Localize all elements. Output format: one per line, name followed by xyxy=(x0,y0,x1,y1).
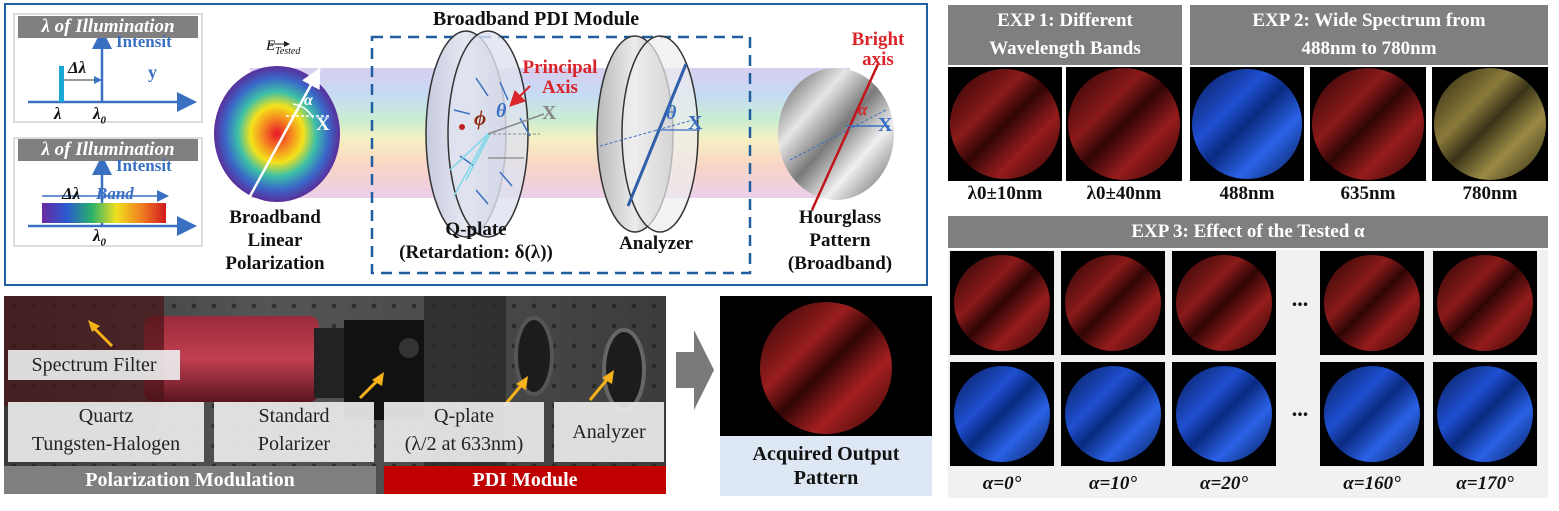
theta-analyzer: θ xyxy=(666,102,677,124)
exp3-caption-1: α=0° xyxy=(982,473,1022,494)
source-photo-label: Quartz Tungsten-Halogen xyxy=(8,402,204,462)
illum-bottom-yaxis: Intensit xyxy=(116,156,172,175)
polarizer-photo-label-line-1: Standard xyxy=(258,405,330,427)
bright-axis-label: Bright axis xyxy=(838,30,918,70)
qplate-label: Q-plate (Retardation: δ(λ)) xyxy=(376,218,576,264)
x-axis-qplate: X xyxy=(542,102,557,124)
exp2-title-line-1: EXP 2: Wide Spectrum from xyxy=(1252,10,1486,31)
illum-top-lambda: λ xyxy=(54,104,62,123)
analyzer-photo-label: Analyzer xyxy=(554,402,664,462)
setup-diagram-graphics xyxy=(13,13,894,275)
flow-arrow xyxy=(676,330,714,410)
exp3-caption-5: α=170° xyxy=(1456,473,1514,494)
setup-photo xyxy=(4,296,666,494)
illum-top-lambda0: λ0 xyxy=(93,104,106,126)
x-axis-output: X xyxy=(878,114,893,136)
illum-top-delta: Δλ xyxy=(68,58,87,77)
bright-axis-line-2: axis xyxy=(862,49,894,70)
alpha-output: α xyxy=(858,100,868,119)
exp1-caption-2: λ0±40nm xyxy=(1086,183,1162,204)
phi-symbol: ϕ xyxy=(474,106,487,130)
lambda0-symbol-bottom: λ xyxy=(93,226,101,245)
qplate-label-line-1: Q-plate xyxy=(445,219,507,240)
illum-bottom-header: λ of Illumination xyxy=(18,139,198,161)
output-panel-label: Acquired Output Pattern xyxy=(720,442,932,490)
polarizer-photo-label-line-2: Polarizer xyxy=(257,433,331,455)
exp2-title-line-2: 488nm to 780nm xyxy=(1301,38,1437,59)
exp3-title: EXP 3: Effect of the Tested α xyxy=(948,216,1548,248)
theta-qplate: θ xyxy=(496,100,507,122)
exp2-caption-2: 635nm xyxy=(1340,183,1396,204)
qplate-label-line-2: (Retardation: δ(λ)) xyxy=(399,242,553,263)
lambda0-subscript-bottom: 0 xyxy=(100,236,107,249)
alpha-source: α xyxy=(304,92,313,109)
exp1-title-line-1: EXP 1: Different xyxy=(997,10,1133,31)
photo-graphics xyxy=(4,296,666,494)
x-axis-analyzer: X xyxy=(688,112,703,134)
qplate-photo-label-line-2: (λ/2 at 633nm) xyxy=(404,433,524,455)
illum-top-xaxis: y xyxy=(148,62,157,82)
pdi-module-bar: PDI Module xyxy=(384,466,666,494)
principal-axis-line-1: Principal xyxy=(522,57,598,78)
output-label-line-1: Hourglass xyxy=(798,207,882,228)
lambda0-symbol: λ xyxy=(93,104,101,123)
qplate-photo-label: Q-plate (λ/2 at 633nm) xyxy=(384,402,544,462)
module-title: Broadband PDI Module xyxy=(432,8,640,30)
qplate-photo-label-line-1: Q-plate xyxy=(434,405,494,427)
bright-axis-line-1: Bright xyxy=(851,29,905,50)
exp1-title: EXP 1: Different Wavelength Bands xyxy=(948,5,1182,65)
polarizer-photo-label: Standard Polarizer xyxy=(214,402,374,462)
output-label-line-2: Pattern xyxy=(809,230,871,251)
output-image xyxy=(720,296,932,436)
output-label: Hourglass Pattern (Broadband) xyxy=(770,206,910,275)
source-label-line-3: Polarization xyxy=(225,253,325,274)
polarization-modulation-bar: Polarization Modulation xyxy=(4,466,376,494)
source-label: Broadband Linear Polarization xyxy=(200,206,350,275)
setup-diagram xyxy=(4,3,928,286)
exp3-ellipsis-2: ... xyxy=(1291,396,1309,421)
x-axis-source: X xyxy=(316,114,330,135)
e-subscript: Tested xyxy=(275,46,301,57)
exp1-caption-1: λ0±10nm xyxy=(967,183,1043,204)
source-photo-label-line-1: Quartz xyxy=(78,405,134,427)
output-panel-label-line-1: Acquired Output xyxy=(752,443,900,465)
illum-bottom-band: Band xyxy=(96,184,134,203)
illum-top-header: λ of Illumination xyxy=(18,16,198,38)
principal-axis-label: Principal Axis xyxy=(508,58,612,98)
exp2-caption-1: 488nm xyxy=(1219,183,1275,204)
exp3-caption-4: α=160° xyxy=(1343,473,1401,494)
source-photo-label-line-2: Tungsten-Halogen xyxy=(31,433,181,455)
illum-bottom-lambda0: λ0 xyxy=(93,226,106,248)
exp3-ellipsis-1: ... xyxy=(1291,286,1309,311)
illum-bottom-delta: Δλ xyxy=(62,184,81,203)
e-tested-label: ETested xyxy=(266,38,300,57)
illum-top-yaxis: Intensit xyxy=(116,32,172,51)
spectrum-filter-label: Spectrum Filter xyxy=(8,350,180,380)
principal-axis-line-2: Axis xyxy=(542,77,578,98)
source-label-line-2: Linear xyxy=(247,230,303,251)
output-panel: Acquired Output Pattern xyxy=(720,296,932,496)
exp2-caption-3: 780nm xyxy=(1462,183,1518,204)
source-label-line-1: Broadband xyxy=(229,207,321,228)
lambda0-subscript: 0 xyxy=(100,114,107,127)
output-panel-label-line-2: Pattern xyxy=(793,467,859,489)
output-label-line-3: (Broadband) xyxy=(787,253,893,274)
analyzer-label: Analyzer xyxy=(619,233,693,254)
exp1-title-line-2: Wavelength Bands xyxy=(989,38,1141,59)
e-symbol: E xyxy=(266,38,276,54)
exp3-caption-3: α=20° xyxy=(1200,473,1248,494)
exp2-title: EXP 2: Wide Spectrum from 488nm to 780nm xyxy=(1190,5,1548,65)
exp3-caption-2: α=10° xyxy=(1089,473,1137,494)
